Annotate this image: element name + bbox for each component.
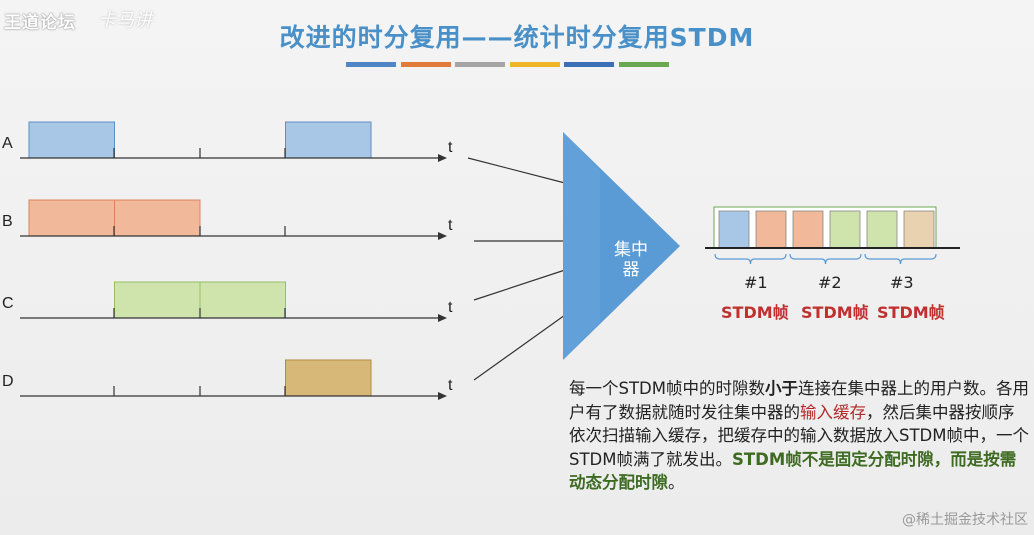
- channel-data-slot: [285, 359, 372, 397]
- desc-input-buffer: 输入缓存: [800, 402, 866, 422]
- desc-bold-less: 小于: [765, 379, 798, 398]
- watermark-logo-text: 王道论坛: [4, 13, 76, 33]
- hub-highlight: [563, 132, 600, 360]
- title-color-bar: [564, 62, 614, 67]
- channel-data-slot: [199, 281, 286, 319]
- channel-label: D: [2, 373, 14, 390]
- link-line-d: [473, 314, 566, 381]
- channel-label: B: [2, 213, 13, 230]
- desc-part2: 连接在集中器上的用户数。各用户有了数据就随时发往集中器的: [569, 379, 1029, 422]
- title-color-bar: [455, 62, 505, 67]
- channel-label: C: [2, 295, 14, 312]
- page-title: 改进的时分复用——统计时分复用STDM: [279, 23, 755, 52]
- channel-data-slot: [114, 281, 201, 319]
- desc-key-point: STDM帧不是固定分配时隙，而是按需动态分配时隙: [569, 449, 1017, 493]
- stdm-time-slot: [903, 210, 935, 249]
- channel-label: A: [2, 135, 13, 152]
- channel-data-slot: [28, 199, 115, 237]
- title-color-bar: [400, 62, 451, 67]
- concentrator-label: 集中 器: [612, 240, 650, 280]
- desc-part4: 。: [668, 473, 685, 493]
- watermark-bottom-right: @稀土掘金技术社区: [902, 512, 1028, 528]
- time-axis-label: t: [448, 377, 453, 394]
- frame-label: STDM帧: [877, 303, 945, 322]
- stdm-time-slot: [866, 210, 898, 249]
- title-color-bar: [618, 62, 669, 67]
- title-color-bar: [346, 62, 396, 67]
- axis-arrow-icon: [438, 392, 447, 400]
- axis-arrow-icon: [438, 154, 447, 162]
- frame-brace: [864, 253, 937, 265]
- link-line-c: [473, 269, 566, 301]
- desc-part1: 每一个STDM帧中的时隙数: [569, 379, 765, 398]
- title-color-bar: [509, 62, 560, 67]
- frame-brace: [714, 253, 787, 265]
- time-axis-label: t: [448, 299, 453, 316]
- time-axis-label: t: [448, 217, 453, 234]
- watermark-logo-script: 卡马讲: [98, 10, 152, 31]
- time-axis-label: t: [448, 139, 453, 156]
- axis-arrow-icon: [438, 232, 447, 240]
- stdm-time-slot: [829, 210, 861, 249]
- stdm-time-slot: [792, 210, 824, 249]
- channel-data-slot: [114, 199, 201, 237]
- frame-number: #1: [744, 273, 768, 292]
- concentrator-label-line1: 集中: [614, 240, 648, 260]
- stdm-time-slot: [718, 210, 750, 249]
- frame-number: #2: [818, 273, 842, 292]
- desc-part3: ，然后集中器按顺序依次扫描输入缓存，把缓存中的输入数据放入STDM帧中，一个ST…: [569, 402, 1029, 469]
- concentrator-label-line2: 器: [622, 260, 640, 280]
- frame-brace: [789, 253, 862, 265]
- frame-number: #3: [890, 273, 914, 292]
- channel-data-slot: [28, 121, 115, 159]
- link-line-a: [467, 157, 566, 184]
- description-text: 每一个STDM帧中的时隙数小于连接在集中器上的用户数。各用户有了数据就随时发往集…: [569, 377, 1029, 495]
- channel-data-slot: [285, 121, 372, 159]
- axis-arrow-icon: [438, 314, 447, 322]
- stdm-time-slot: [755, 210, 787, 249]
- frame-label: STDM帧: [801, 303, 869, 322]
- stdm-buffer-box: [713, 206, 937, 249]
- frame-label: STDM帧: [721, 303, 789, 322]
